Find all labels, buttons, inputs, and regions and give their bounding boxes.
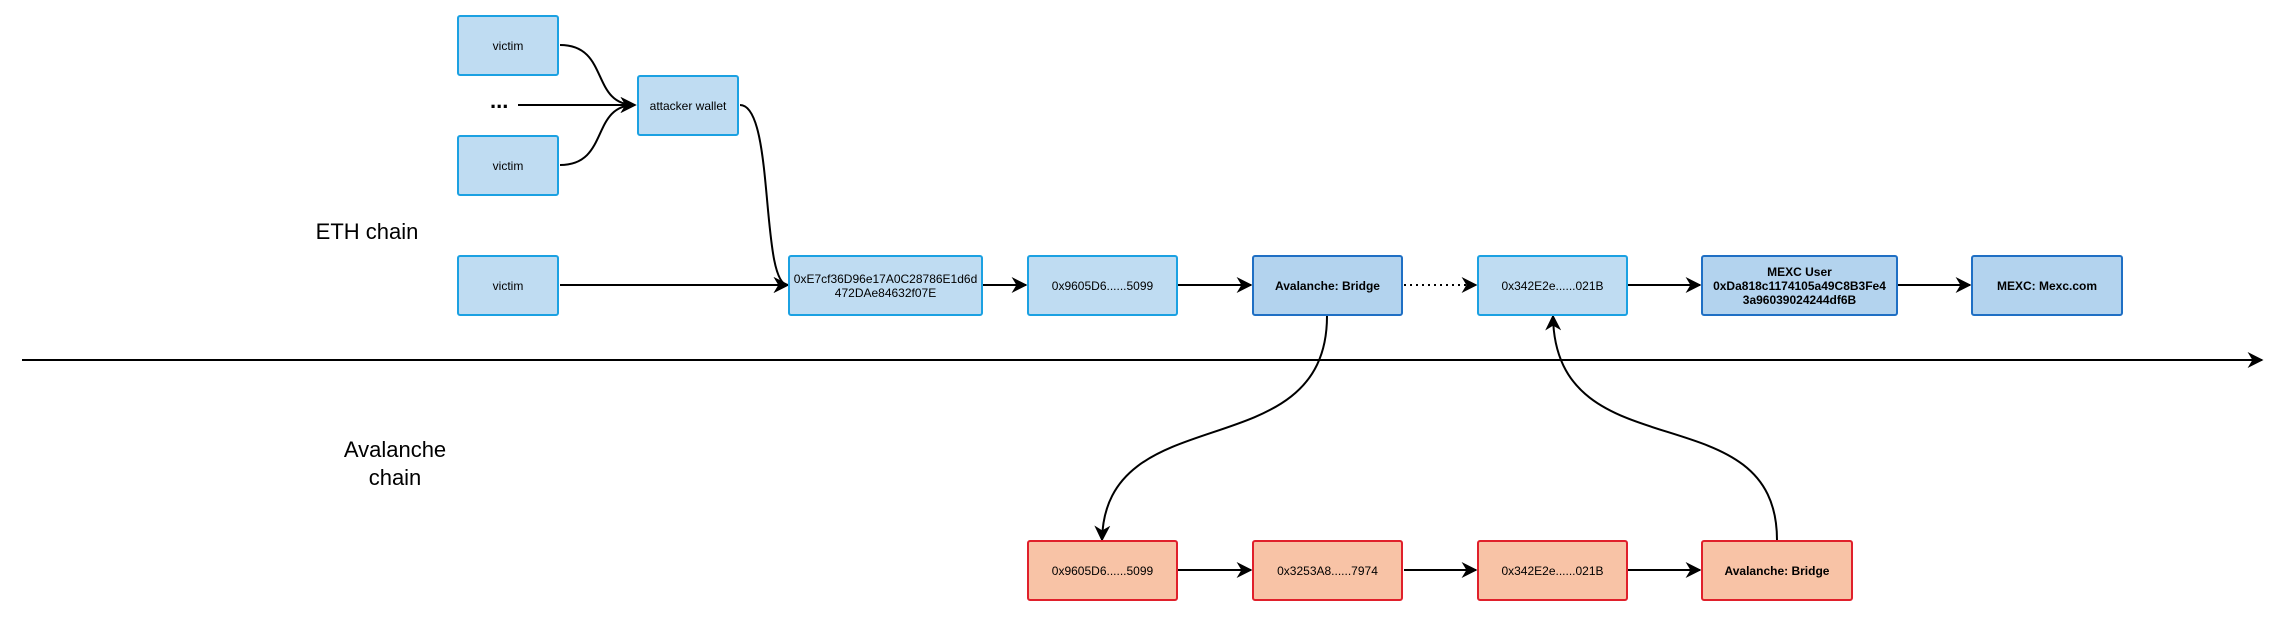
address-node-0xE7cf[interactable]: 0xE7cf36D96e17A0C28786E1d6d 472DAe84632f… (788, 255, 983, 316)
more-victims-ellipsis: ... (490, 88, 508, 114)
victim-node-mid[interactable]: victim (457, 135, 559, 196)
edge-avax-bridge-to-eth-0x342E (1545, 314, 1778, 541)
address-0xE7cf-line1: 0xE7cf36D96e17A0C28786E1d6d (793, 271, 978, 286)
edge-eth-bridge-to-avax-0x9605 (1094, 315, 1328, 542)
address-0x9605-avax-label: 0x9605D6......5099 (1051, 563, 1154, 578)
avalanche-chain-label-line1: Avalanche (343, 437, 447, 462)
attacker-wallet-node[interactable]: attacker wallet (637, 75, 739, 136)
edge-victim-top-to-attacker (559, 44, 637, 113)
mexc-com-label: MEXC: Mexc.com (1996, 278, 2098, 293)
address-node-0x9605-eth[interactable]: 0x9605D6......5099 (1027, 255, 1178, 316)
address-0x3253-avax-label: 0x3253A8......7974 (1277, 563, 1378, 578)
edge-attacker-to-0xE7 (739, 104, 790, 293)
address-0xE7cf-line2: 472DAe84632f07E (834, 285, 937, 300)
victim-node-bottom[interactable]: victim (457, 255, 559, 316)
address-node-0x342E-avax[interactable]: 0x342E2e......021B (1477, 540, 1628, 601)
attacker-wallet-label: attacker wallet (649, 98, 727, 113)
address-0x342E-avax-label: 0x342E2e......021B (1501, 563, 1604, 578)
victim-node-top[interactable]: victim (457, 15, 559, 76)
mexc-user-line2: 0xDa818c1174105a49C8B3Fe4 (1713, 278, 1886, 293)
address-node-0x342E-eth[interactable]: 0x342E2e......021B (1477, 255, 1628, 316)
eth-chain-label-text: ETH chain (315, 219, 419, 244)
address-0x342E-eth-label: 0x342E2e......021B (1501, 278, 1604, 293)
victim-node-bottom-label: victim (492, 278, 524, 293)
more-victims-ellipsis-text: ... (490, 88, 509, 113)
victim-node-top-label: victim (492, 38, 524, 53)
address-node-0x9605-avax[interactable]: 0x9605D6......5099 (1027, 540, 1178, 601)
victim-node-mid-label: victim (492, 158, 524, 173)
mexc-user-node[interactable]: MEXC User 0xDa818c1174105a49C8B3Fe4 3a96… (1701, 255, 1898, 316)
mexc-user-line1: MEXC User (1767, 264, 1832, 279)
avalanche-chain-label-line2: chain (368, 465, 422, 490)
avalanche-bridge-node-avax[interactable]: Avalanche: Bridge (1701, 540, 1853, 601)
mexc-user-line3: 3a96039024244df6B (1742, 292, 1857, 307)
address-0x9605-eth-label: 0x9605D6......5099 (1051, 278, 1154, 293)
avalanche-bridge-node-eth[interactable]: Avalanche: Bridge (1252, 255, 1403, 316)
avalanche-bridge-avax-label: Avalanche: Bridge (1724, 563, 1830, 578)
avalanche-bridge-eth-label: Avalanche: Bridge (1275, 278, 1380, 293)
edge-victim-mid-to-attacker (559, 97, 637, 166)
eth-chain-label: ETH chain (302, 218, 432, 246)
address-node-0x3253-avax[interactable]: 0x3253A8......7974 (1252, 540, 1403, 601)
avalanche-chain-label: Avalanche chain (320, 436, 470, 492)
mexc-com-node[interactable]: MEXC: Mexc.com (1971, 255, 2123, 316)
